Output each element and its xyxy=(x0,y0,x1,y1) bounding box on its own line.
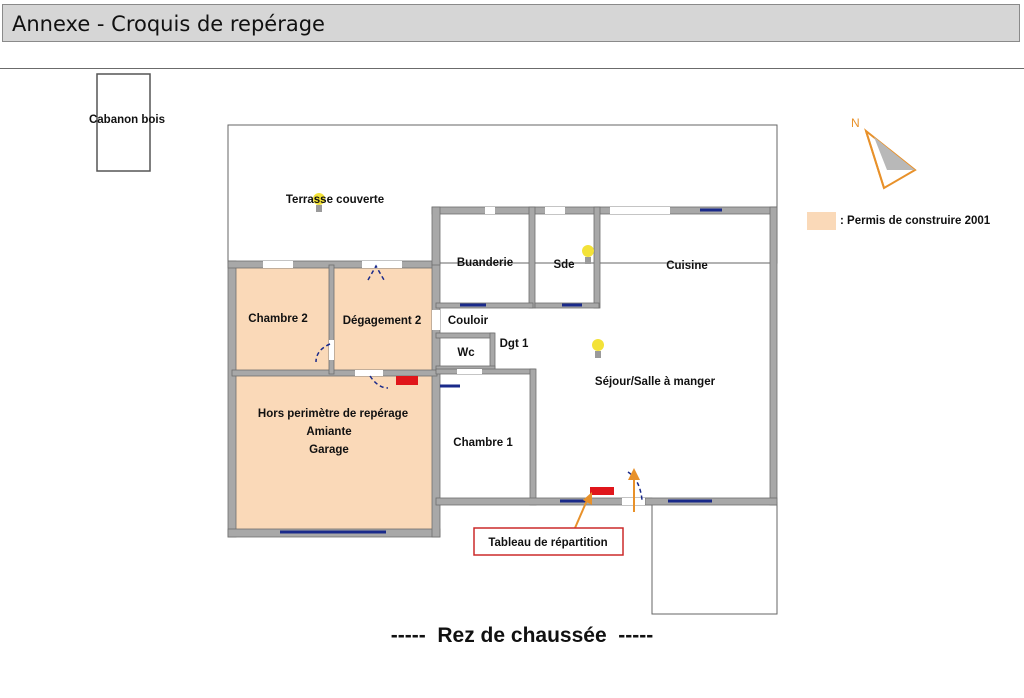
room-label-sde: Sde xyxy=(553,259,574,271)
room-label-terrasse: Terrasse couverte xyxy=(286,194,384,206)
room-label-degagement2: Dégagement 2 xyxy=(343,315,422,327)
page-header: Annexe - Croquis de repérage xyxy=(2,4,1020,42)
lightbulb-icon xyxy=(592,339,604,358)
electrical-panel xyxy=(396,376,418,385)
door-swings xyxy=(315,264,643,501)
floor-title: ----- Rez de chaussée ----- xyxy=(391,624,654,647)
entrance-arrow xyxy=(628,468,640,512)
header-divider xyxy=(0,68,1024,69)
lightbulb-icon xyxy=(313,193,325,212)
callout-arrow xyxy=(574,492,592,529)
room-label-garage: Garage xyxy=(309,444,349,456)
north-compass-icon: N xyxy=(851,116,917,190)
room-label-chambre1: Chambre 1 xyxy=(453,437,513,449)
room-label-wc: Wc xyxy=(457,347,475,359)
permit-shading xyxy=(232,264,438,532)
room-label-amiante: Amiante xyxy=(306,426,351,438)
callout-box xyxy=(473,527,624,556)
room-label-dgt1: Dgt 1 xyxy=(500,338,529,350)
lightbulb-icon xyxy=(582,245,594,264)
legend-swatch xyxy=(807,212,836,230)
room-label-couloir: Couloir xyxy=(448,315,489,327)
electrical-panel xyxy=(590,487,614,495)
room-label-sejour: Séjour/Salle à manger xyxy=(595,376,716,388)
windows xyxy=(280,208,722,534)
room-label-cuisine: Cuisine xyxy=(666,260,708,272)
room-label-buanderie: Buanderie xyxy=(457,257,513,269)
page-title: Annexe - Croquis de repérage xyxy=(12,12,325,36)
room-label-chambre2: Chambre 2 xyxy=(248,313,307,325)
compass-letter: N xyxy=(851,116,860,130)
cabanon-outline xyxy=(96,73,151,172)
callout-label: Tableau de répartition xyxy=(488,537,607,549)
legend-label: : Permis de construire 2001 xyxy=(840,215,991,227)
room-label-cabanon: Cabanon bois xyxy=(89,114,165,126)
terrace-outline xyxy=(227,124,778,264)
lower-terrace-outline xyxy=(651,502,778,615)
room-label-hors: Hors perimètre de repérage xyxy=(258,408,408,420)
